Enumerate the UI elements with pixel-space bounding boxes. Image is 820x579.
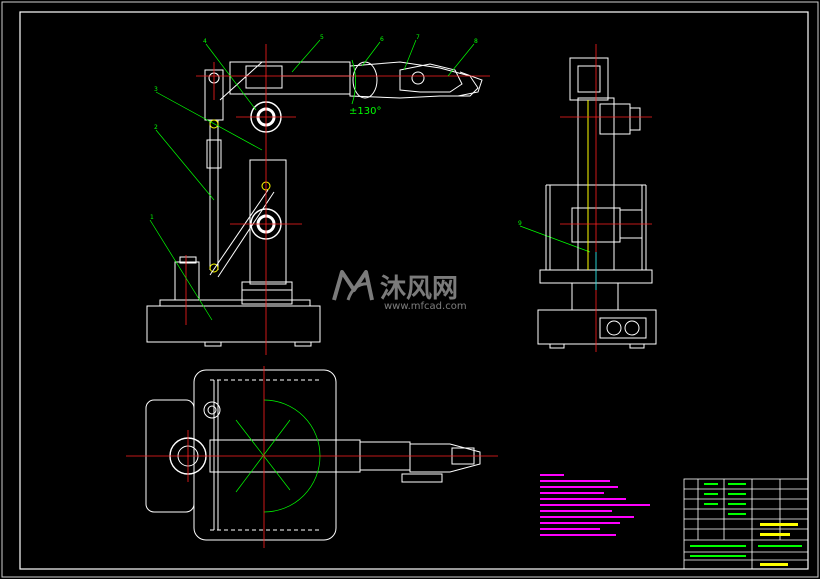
top-view	[145, 369, 481, 541]
balloon-5: 5	[320, 34, 324, 41]
balloon-labels: 1 2 3 4 5 6 7 8 9	[150, 34, 522, 227]
mf-logo-icon	[332, 270, 374, 301]
base-plate	[146, 305, 321, 343]
top-centerlines	[126, 366, 498, 548]
side-view	[537, 57, 657, 349]
base-motor	[174, 261, 200, 301]
side-turntable	[571, 282, 619, 311]
balloon-7: 7	[416, 34, 420, 41]
balloon-3: 3	[154, 86, 158, 93]
column	[249, 159, 287, 285]
balloon-9: 9	[518, 220, 522, 227]
angle-dimension: ±130°	[349, 106, 381, 117]
balloon-8: 8	[474, 38, 478, 45]
leader-lines	[149, 39, 591, 321]
base-top	[159, 299, 311, 307]
upper-arm	[229, 61, 351, 95]
title-block-text	[690, 483, 802, 557]
balloon-1: 1	[150, 214, 154, 221]
balloon-4: 4	[203, 38, 207, 45]
angle-arc	[351, 59, 356, 105]
title-block	[683, 478, 809, 570]
front-centerlines	[185, 44, 490, 355]
top-small-gear	[203, 401, 221, 419]
turntable	[241, 281, 293, 305]
top-base-plate	[193, 369, 337, 541]
watermark: 沐风网 www.mfcad.com	[332, 270, 467, 312]
title-block-text-yellow	[760, 523, 798, 566]
forearm	[349, 61, 479, 99]
watermark-url: www.mfcad.com	[384, 301, 467, 312]
balloon-2: 2	[154, 124, 158, 131]
side-top-housing	[569, 57, 609, 101]
balloon-6: 6	[380, 36, 384, 43]
inner-border	[19, 11, 809, 570]
side-base	[537, 309, 657, 345]
technical-notes	[540, 474, 650, 536]
support-strut	[209, 189, 269, 276]
arm-housing	[245, 65, 283, 89]
side-motor-box	[599, 317, 647, 339]
side-upper-motor	[629, 107, 641, 131]
side-centerlines	[560, 44, 652, 352]
top-forearm	[409, 443, 481, 473]
watermark-cn: 沐风网	[380, 274, 458, 304]
